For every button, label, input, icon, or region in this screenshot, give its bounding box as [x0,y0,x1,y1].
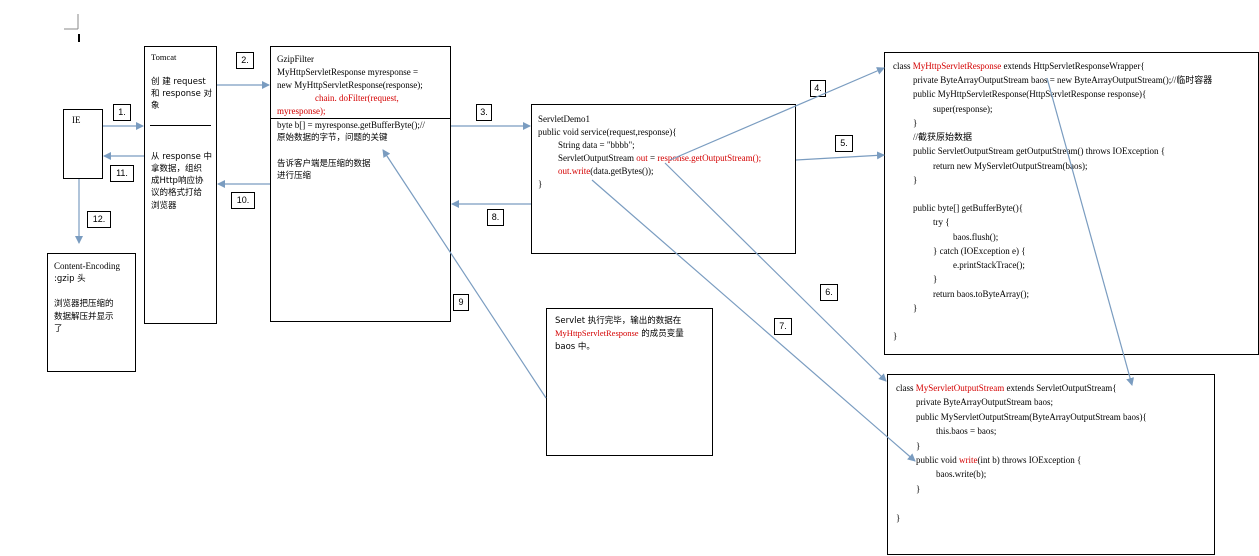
tomcat-line: 议的格式打给 [151,188,203,199]
note-line: MyHttpServletResponse 的成员变量 [555,328,684,340]
arrow-9 [382,149,547,399]
wrapper-line: class MyHttpServletResponse extends Http… [893,61,1145,71]
arrow-6 [664,162,887,382]
step-label-7: 7. [774,318,792,335]
wrapper-line: public MyHttpServletResponse(HttpServlet… [913,89,1147,100]
ie-box: IE [63,109,103,179]
ce-line: 数据解压并显示 [54,311,114,322]
wrapper-line: try { [933,217,950,228]
wrapper-line: private ByteArrayOutputStream baos = new… [913,75,1213,86]
step-label-4: 4. [810,80,826,97]
wrapper-line: //截获原始数据 [913,132,973,143]
servlet-demo-box: ServletDemo1 public void service(request… [531,104,796,254]
servlet-demo-line: String data = "bbbb"; [558,140,635,151]
stream-line: public void write(int b) throws IOExcept… [916,454,1082,465]
wrapper-line: } [933,274,938,285]
wrapper-line: } catch (IOException e) { [933,245,1026,256]
wrapper-line: e.printStackTrace(); [953,260,1025,271]
step-label-5: 5. [835,135,853,152]
wrapper-line: } [913,174,918,185]
stream-line: public MyServletOutputStream(ByteArrayOu… [916,411,1147,422]
step-label-10: 10. [231,192,255,209]
stream-line: private ByteArrayOutputStream baos; [916,397,1053,408]
step-label-6: 6. [820,284,838,301]
servlet-demo-line: } [538,179,543,190]
step-label-8: 8. [487,209,504,226]
tomcat-title: Tomcat [151,52,177,62]
step-label-12: 12. [87,211,111,228]
tomcat-line: 拿数据，组织 [151,163,203,174]
wrapper-line: } [893,331,898,342]
gzip-line: new MyHttpServletResponse(response); [277,80,423,91]
gzip-line: MyHttpServletResponse myresponse = [277,67,419,78]
content-encoding-box: Content-Encoding :gzip 头 浏览器把压缩的 数据解压并显示… [47,253,136,372]
gzip-line: 告诉客户端是压缩的数据 [277,158,371,169]
tomcat-line: 成Http响应协 [151,176,204,187]
stream-line: } [896,512,901,523]
tomcat-line: 从 response 中 [151,151,213,162]
step-label-11: 11. [110,165,134,182]
stream-line: } [916,483,921,494]
text-cursor-icon [64,14,80,42]
stream-line: this.baos = baos; [936,426,997,437]
step-label-2: 2. [236,52,254,69]
arrow-7 [591,179,916,462]
gzip-filter-box: GzipFilter MyHttpServletResponse myrespo… [270,46,451,322]
step-label-1: 1. [113,104,131,121]
ce-line: 浏览器把压缩的 [54,299,114,310]
gzip-line: myresponse); [277,106,326,117]
servlet-demo-title: ServletDemo1 [538,114,590,124]
stream-line: class MyServletOutputStream extends Serv… [896,383,1117,393]
stream-line: } [916,440,921,451]
step-label-9: 9 [453,294,469,311]
gzip-title: GzipFilter [277,54,314,64]
ie-title: IE [72,115,81,125]
note-line: Servlet 执行完毕，输出的数据在 [555,316,682,326]
gzip-line: chain. doFilter(request, [315,93,399,104]
stream-class-box: class MyServletOutputStream extends Serv… [887,374,1215,555]
wrapper-line: public ServletOutputStream getOutputStre… [913,146,1166,157]
arrow-baos [1046,77,1134,386]
tomcat-line: 和 response 对 [151,88,213,99]
servlet-demo-line: out.write(data.getBytes()); [558,166,654,177]
wrapper-line: } [913,117,918,128]
servlet-note-box: Servlet 执行完毕，输出的数据在 MyHttpServletRespons… [546,308,713,456]
wrapper-line: return new MyServletOutputStream(baos); [933,160,1088,171]
tomcat-line: 浏览器 [151,200,177,211]
note-line: baos 中。 [555,341,595,352]
wrapper-line: } [913,302,918,313]
servlet-demo-line: ServletOutputStream out = response.getOu… [558,153,762,164]
tomcat-divider [150,124,211,126]
tomcat-line: 创 建 request [151,76,206,87]
ce-line: 了 [54,324,63,335]
ce-title: Content-Encoding [54,261,120,271]
arrow-5 [795,151,885,161]
servlet-demo-line: public void service(request,response){ [538,127,677,138]
wrapper-line: return baos.toByteArray(); [933,288,1029,299]
gzip-line: 原始数据的字节，问题的关键 [277,133,388,144]
arrow-4 [669,67,885,161]
gzip-divider [271,118,450,120]
tomcat-line: 象 [151,101,160,112]
gzip-line: 进行压缩 [277,170,312,181]
stream-line: baos.write(b); [936,469,987,480]
wrapper-line: super(response); [933,103,993,114]
wrapper-line: public byte[] getBufferByte(){ [913,203,1024,214]
gzip-line: byte b[] = myresponse.getBufferByte();// [277,120,425,131]
step-label-3: 3. [476,104,492,121]
tomcat-box: Tomcat 创 建 request 和 response 对 象 从 resp… [144,46,217,324]
wrapper-class-box: class MyHttpServletResponse extends Http… [884,52,1259,355]
ce-line: :gzip 头 [54,274,86,285]
wrapper-line: baos.flush(); [953,231,999,242]
